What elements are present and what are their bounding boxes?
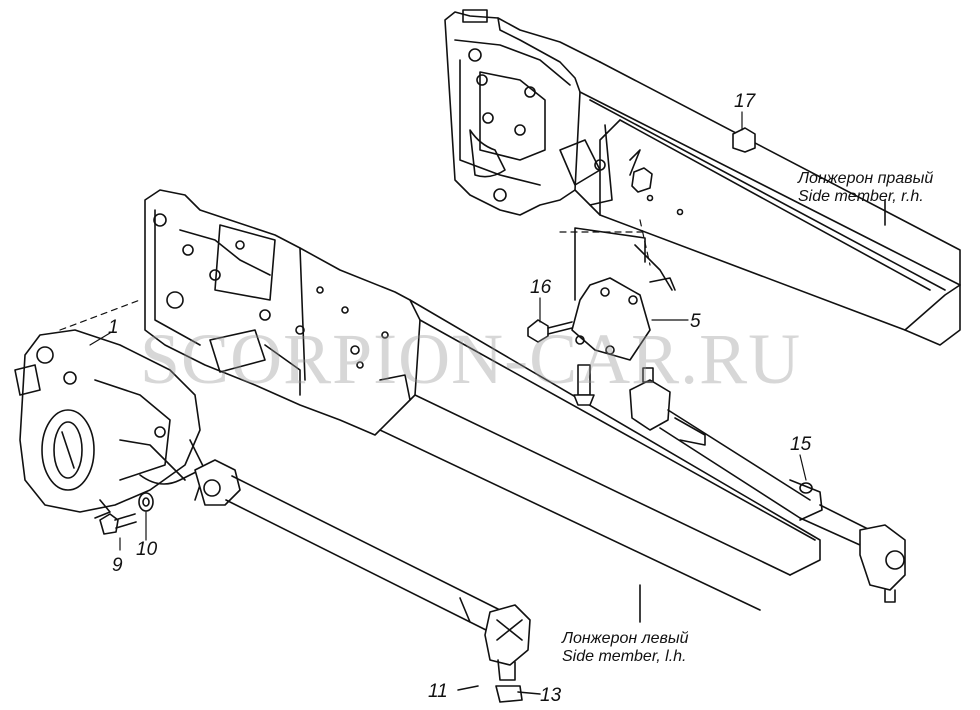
part-label-5: 5: [690, 311, 701, 332]
bolt-15: [799, 482, 813, 494]
caption-left-member-ru: Лонжерон левый: [562, 630, 689, 647]
caption-right-member-en: Side member, r.h.: [798, 188, 924, 206]
caption-right-member: Лонжерон правый Side member, r.h.: [798, 170, 933, 207]
right-side-member: [444, 9, 961, 346]
part-label-1: 1: [108, 317, 119, 338]
assembly-lines: [59, 219, 651, 331]
caption-left-member-en: Side member, l.h.: [562, 648, 687, 666]
drag-link: [194, 459, 541, 703]
tie-rod: [629, 367, 906, 603]
nut-17: [631, 127, 756, 193]
left-side-member: [144, 189, 821, 623]
part-label-10: 10: [136, 539, 158, 560]
caption-left-member: Лонжерон левый Side member, l.h.: [562, 630, 689, 667]
steering-gear: [14, 329, 206, 519]
bolt-9-washer-10: [99, 492, 154, 535]
bracket-5: [571, 227, 676, 361]
part-label-9: 9: [112, 555, 123, 576]
part-label-15: 15: [790, 434, 812, 455]
part-label-17: 17: [734, 91, 756, 112]
leader-lines: [89, 111, 807, 551]
part-label-16: 16: [530, 277, 552, 298]
bolt-16: [527, 319, 573, 343]
caption-right-member-ru: Лонжерон правый: [798, 170, 934, 187]
part-label-13: 13: [540, 685, 562, 706]
bolt-long: [573, 364, 595, 406]
part-label-11: 11: [428, 681, 448, 702]
